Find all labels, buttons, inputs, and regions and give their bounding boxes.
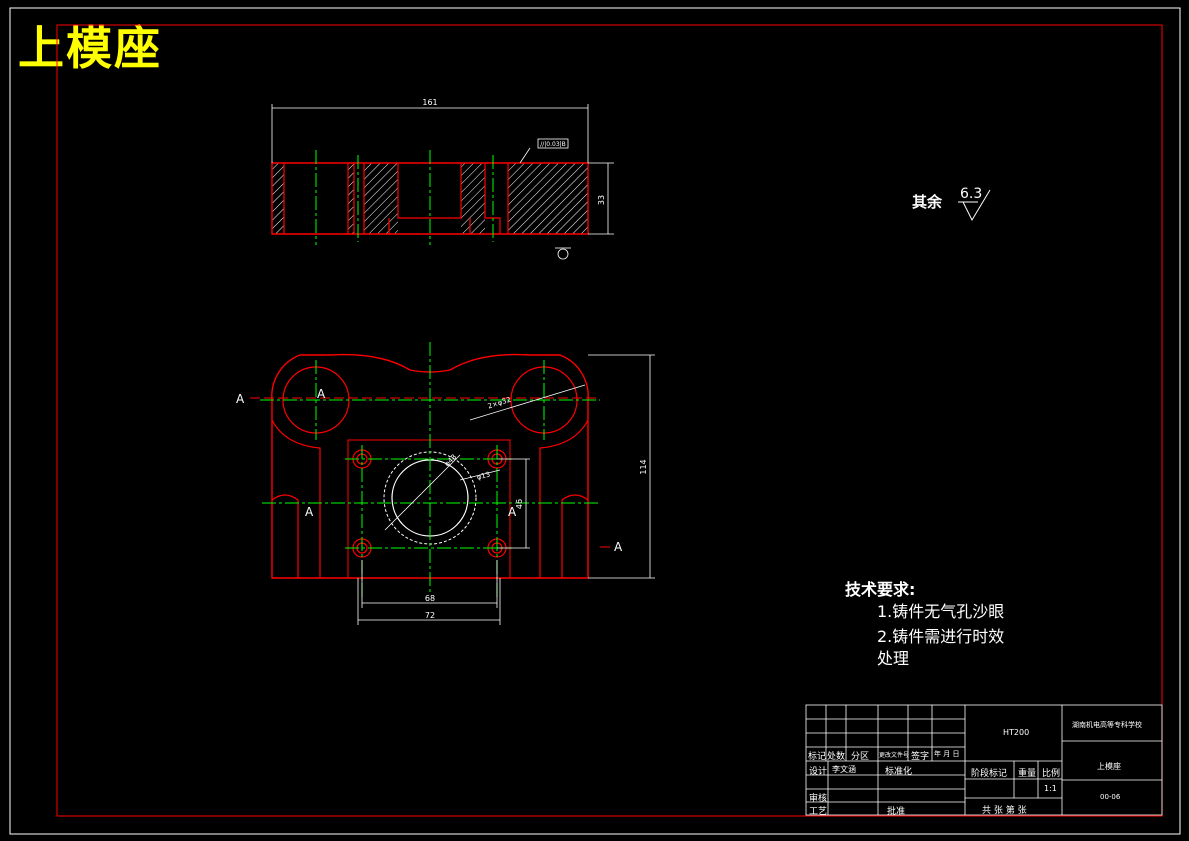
drawing-title: 上模座 bbox=[18, 21, 162, 75]
tb-header-mark: 标记 bbox=[808, 752, 827, 762]
title-block bbox=[805, 704, 1163, 816]
tb-designer: 李文涵 bbox=[832, 765, 856, 774]
tb-scale-label: 比例 bbox=[1042, 769, 1061, 779]
dim-hole-spacing-v: 46 bbox=[515, 499, 524, 509]
inner-border bbox=[56, 24, 1163, 817]
tb-weight-label: 重量 bbox=[1018, 769, 1037, 779]
section-label-a3: A bbox=[305, 505, 314, 519]
tech-req-item-2: 2.铸件需进行时效 bbox=[877, 627, 1005, 646]
plan-outline bbox=[271, 353, 589, 579]
section-label-a1: A bbox=[236, 392, 245, 406]
tb-stage-label: 阶段标记 bbox=[971, 769, 1008, 779]
tech-req-item-1: 1.铸件无气孔沙眼 bbox=[877, 602, 1005, 621]
dim-center-hole: φ48 bbox=[443, 453, 458, 468]
section-label-a4: A bbox=[508, 505, 517, 519]
tb-header-sign: 签字 bbox=[911, 752, 930, 762]
tech-req-item-3: 处理 bbox=[877, 649, 910, 668]
dim-hole-dia: φ13 bbox=[476, 470, 491, 481]
hatch-left-inner bbox=[348, 163, 354, 234]
tolerance-frame: //|0.03|B bbox=[540, 141, 566, 148]
dim-hole-spacing: 68 bbox=[425, 594, 435, 603]
tb-school: 湖南机电高等专科学校 bbox=[1072, 721, 1142, 729]
roughness-symbol bbox=[958, 189, 991, 222]
dim-top-height: 33 bbox=[597, 195, 606, 205]
tb-header-count: 处数 bbox=[827, 752, 846, 762]
hatch-left bbox=[272, 163, 284, 234]
tb-designer-label: 设计 bbox=[809, 767, 828, 777]
plan-view: 114 68 72 46 2×φ32 φ48 φ13 A A A A A bbox=[236, 342, 655, 625]
tb-review: 审核 bbox=[809, 794, 828, 804]
hatch-mid-right bbox=[461, 163, 485, 234]
section-label-a2: A bbox=[317, 387, 326, 401]
tb-header-zone: 分区 bbox=[851, 752, 870, 762]
section-label-a5: A bbox=[614, 540, 623, 554]
section-view: 161 33 //|0.03|B bbox=[271, 98, 614, 260]
tb-standardization: 标准化 bbox=[885, 767, 913, 777]
tb-material: HT200 bbox=[1003, 728, 1030, 737]
hatch-mid-left bbox=[364, 163, 398, 234]
dim-top-width: 161 bbox=[422, 98, 437, 107]
tb-scale: 1:1 bbox=[1044, 784, 1057, 793]
tb-approve: 批准 bbox=[887, 807, 906, 817]
tb-part-name: 上模座 bbox=[1097, 762, 1121, 771]
datum-symbol bbox=[557, 248, 569, 260]
hatch-right bbox=[508, 163, 588, 234]
tb-drawing-no: 00-06 bbox=[1100, 793, 1121, 801]
surface-finish-label: 其余 bbox=[912, 193, 943, 211]
dim-plan-height: 114 bbox=[639, 459, 648, 474]
tb-process: 工艺 bbox=[809, 807, 828, 817]
tb-sheets: 共 张 第 张 bbox=[982, 806, 1027, 816]
outer-border bbox=[9, 7, 1181, 835]
tech-req-heading: 技术要求: bbox=[845, 580, 916, 599]
surface-finish-value: 6.3 bbox=[960, 186, 983, 202]
tb-header-file: 更改文件号 bbox=[879, 752, 910, 759]
tb-header-date: 年 月 日 bbox=[934, 750, 960, 758]
dim-base-width: 72 bbox=[425, 611, 435, 620]
